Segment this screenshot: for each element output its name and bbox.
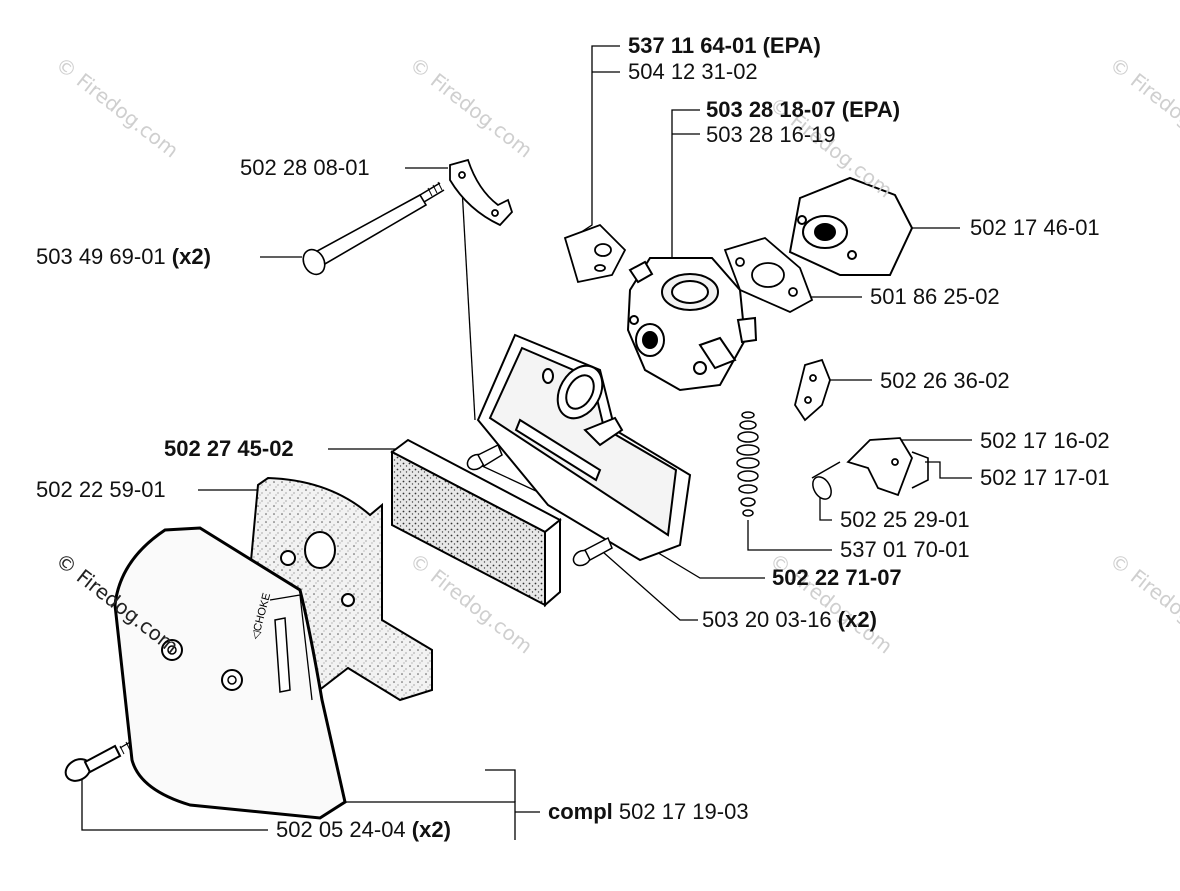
carburetor bbox=[626, 257, 758, 392]
filter-cover: ◁CHOKE bbox=[113, 526, 347, 820]
label-502-27-45-02: 502 27 45-02 bbox=[164, 436, 294, 461]
label-537-01-70-01: 537 01 70-01 bbox=[840, 537, 970, 562]
label-502-25-29-01: 502 25 29-01 bbox=[840, 507, 970, 532]
label-502-26-36-02: 502 26 36-02 bbox=[880, 368, 1010, 393]
filter-housing bbox=[476, 333, 692, 562]
pin-part bbox=[811, 461, 841, 500]
label-502-22-71-07: 502 22 71-07 bbox=[772, 565, 902, 590]
label-503-28-16-19: 503 28 16-19 bbox=[706, 122, 836, 147]
label-503-49-69-01: 503 49 69-01 (x2) bbox=[36, 244, 211, 269]
label-537-11-64-01: 537 11 64-01 (EPA) bbox=[628, 33, 821, 58]
label-compl-502-17-19-03: compl 502 17 19-03 bbox=[548, 799, 749, 824]
choke-lever bbox=[846, 437, 913, 497]
label-502-17-17-01: 502 17 17-01 bbox=[980, 465, 1110, 490]
screw-part bbox=[572, 536, 613, 567]
gasket-part bbox=[723, 236, 814, 314]
label-503-28-18-07: 503 28 18-07 (EPA) bbox=[706, 97, 901, 122]
label-504-12-31-02: 504 12 31-02 bbox=[628, 59, 758, 84]
label-502-17-46-01: 502 17 46-01 bbox=[970, 215, 1100, 240]
long-bolt bbox=[302, 181, 445, 276]
label-503-20-03-16: 503 20 03-16 (x2) bbox=[702, 607, 877, 632]
filter-element bbox=[390, 438, 562, 608]
knob-screw bbox=[64, 741, 131, 782]
spring-clip bbox=[911, 451, 929, 489]
label-502-17-16-02: 502 17 16-02 bbox=[980, 428, 1110, 453]
spring-part bbox=[736, 411, 760, 517]
label-501-86-25-02: 501 86 25-02 bbox=[870, 284, 1000, 309]
bracket-part bbox=[449, 158, 514, 227]
lever-part bbox=[794, 358, 831, 422]
label-502-28-08-01: 502 28 08-01 bbox=[240, 155, 370, 180]
housing-screw bbox=[466, 443, 503, 471]
insulator-part bbox=[563, 223, 627, 284]
label-502-22-59-01: 502 22 59-01 bbox=[36, 477, 166, 502]
label-502-05-24-04: 502 05 24-04 (x2) bbox=[276, 817, 451, 842]
spacer-part bbox=[788, 176, 914, 276]
